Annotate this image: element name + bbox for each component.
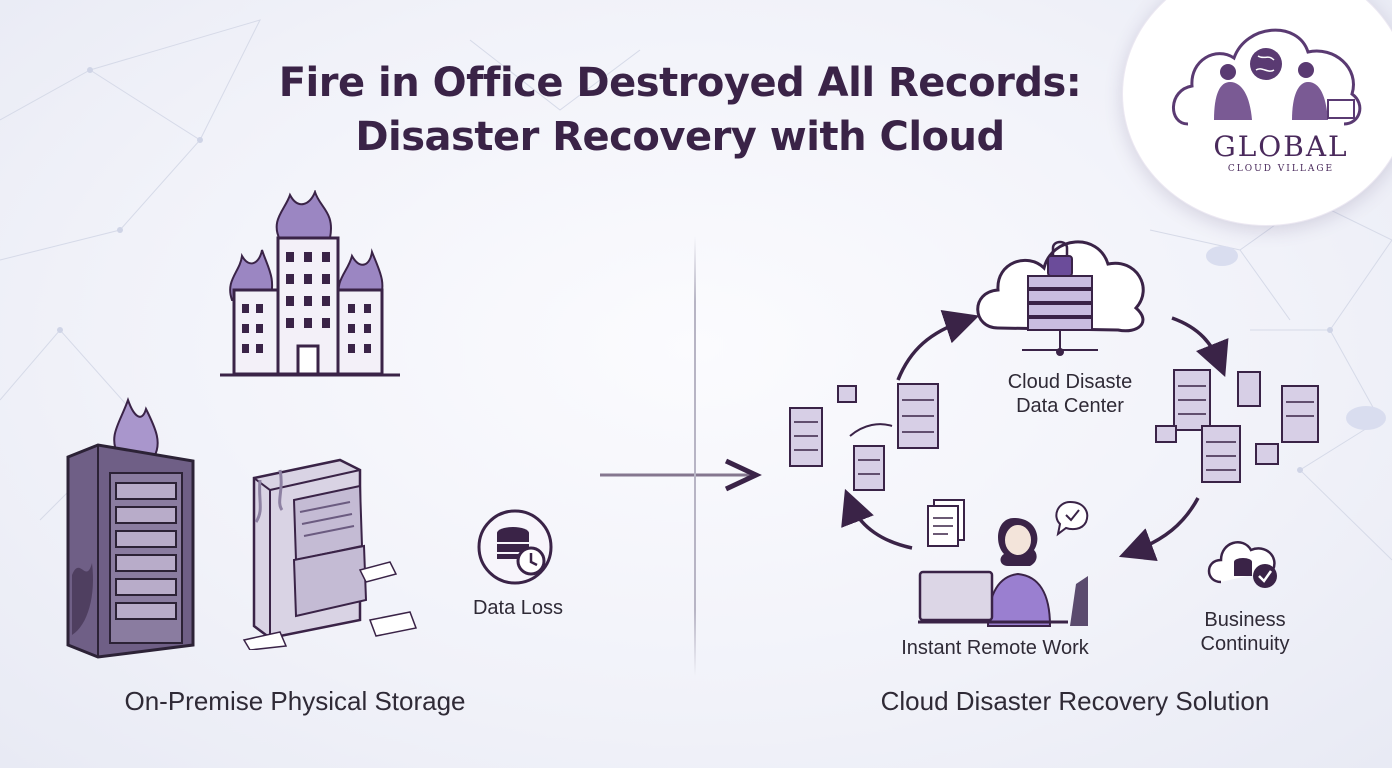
remote-work-label: Instant Remote Work: [901, 637, 1089, 659]
server-cluster-left-icon: [789, 383, 939, 491]
cloud-dc-label: Cloud Disaste Data Center: [980, 370, 1160, 418]
page-title: Fire in Office Destroyed All Records: Di…: [180, 56, 1180, 164]
arrow-to-cloud: [896, 310, 980, 381]
transition-arrow-icon: [600, 458, 762, 492]
arrow-from-cloud: [1171, 316, 1229, 377]
right-section-caption: Cloud Disaster Recovery Solution: [880, 686, 1270, 716]
burning-server-icon: [66, 396, 195, 659]
title-line-2: Disaster Recovery with Cloud: [355, 114, 1005, 160]
logo-name: GLOBAL: [1213, 130, 1349, 163]
server-cluster-right-icon: [1155, 369, 1319, 483]
title-line-1: Fire in Office Destroyed All Records:: [278, 60, 1082, 106]
burning-building-icon: [220, 190, 400, 377]
cloud-dc-line-1: Cloud Disaste: [1007, 371, 1133, 393]
business-continuity-icon: [1207, 541, 1277, 588]
arrow-to-remote: [1118, 497, 1200, 562]
data-loss-label: Data Loss: [472, 597, 564, 619]
business-line-1: Business: [1204, 609, 1286, 631]
recovery-cycle-arrows: [841, 310, 1229, 562]
logo-cloud-icon: [1172, 28, 1362, 126]
logo-tagline: CLOUD VILLAGE: [1227, 164, 1335, 174]
melted-filing-cabinet-icon: [242, 458, 418, 650]
section-divider: [694, 236, 696, 676]
cloud-data-center-icon: [976, 240, 1145, 356]
remote-worker-icon: [918, 499, 1089, 627]
left-section-caption: On-Premise Physical Storage: [124, 686, 466, 716]
cloud-dc-line-2: Data Center: [1016, 395, 1124, 417]
business-line-2: Continuity: [1200, 633, 1290, 655]
business-continuity-label: Business Continuity: [1180, 608, 1310, 656]
data-loss-icon: [477, 509, 553, 585]
arrow-to-servers: [841, 488, 913, 550]
